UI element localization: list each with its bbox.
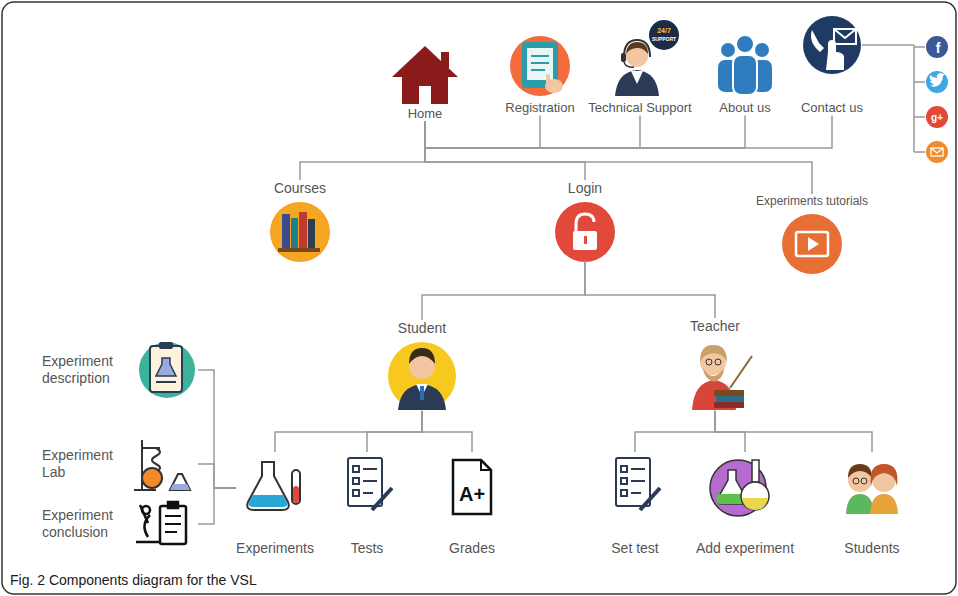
connector (425, 122, 585, 180)
component-label: Add experiment (696, 540, 794, 557)
component-node: Set test (605, 452, 665, 557)
courses-icon (270, 202, 330, 262)
social-icons (926, 36, 948, 163)
icon-text: A+ (459, 484, 485, 504)
component-node: Experiments tutorials (756, 194, 868, 274)
component-node: Grades (442, 452, 502, 557)
connector (300, 122, 425, 180)
connector (425, 116, 640, 148)
component-node: Experiment Lab (42, 435, 198, 493)
component-node: Registration (505, 34, 574, 116)
connector (715, 411, 872, 452)
component-label: Registration (505, 100, 574, 116)
tests-icon (348, 458, 392, 510)
component-node: About us (715, 34, 775, 116)
component-node: Teacher (685, 318, 745, 411)
component-node: Students (842, 452, 902, 557)
connector (198, 464, 236, 488)
component-node: Tests (337, 452, 397, 557)
component-label: Home (408, 106, 443, 122)
component-label: About us (719, 100, 770, 116)
lab-icon (134, 440, 190, 490)
connector (425, 122, 812, 194)
component-node: Courses (270, 180, 330, 261)
connector (198, 488, 236, 524)
component-node: Login (555, 180, 615, 261)
icon-text: f (936, 41, 941, 55)
component-label: Set test (611, 540, 658, 557)
tutorials-icon (782, 214, 842, 274)
conclusion-icon (136, 502, 186, 544)
connector (422, 411, 472, 452)
component-label: Grades (449, 540, 495, 557)
add-experiment-icon (710, 460, 769, 516)
component-label: Login (568, 180, 602, 197)
component-label: Experiment conclusion (42, 507, 126, 541)
login-icon (555, 202, 615, 262)
set-test-icon (616, 458, 660, 510)
component-node: Technical Support (588, 30, 691, 116)
component-node: Student (392, 320, 452, 411)
component-label: Students (844, 540, 899, 557)
teacher-icon (692, 345, 752, 410)
connector (425, 116, 832, 148)
experiments-icon (247, 462, 300, 510)
support-icon (615, 20, 679, 96)
component-node: Contact us (801, 14, 863, 116)
component-node: Add experiment (696, 452, 794, 557)
component-node: Experiments (236, 452, 314, 557)
connector (422, 261, 585, 320)
component-label: Teacher (690, 318, 740, 335)
contact-icon (803, 16, 861, 74)
connector (585, 261, 715, 318)
icon-text: SUPPORT (652, 37, 676, 42)
icon-text: 24/7 (657, 27, 671, 34)
connector (198, 370, 236, 488)
connector (367, 411, 422, 452)
student-icon (388, 342, 456, 410)
component-label: Contact us (801, 100, 863, 116)
about-icon (718, 35, 772, 95)
component-label: Technical Support (588, 100, 691, 116)
grades-icon (453, 460, 491, 514)
figure-caption: Fig. 2 Components diagram for the VSL (10, 572, 257, 588)
connector (275, 411, 422, 452)
component-label: Student (398, 320, 446, 337)
component-label: Courses (274, 180, 326, 197)
connector (635, 411, 715, 452)
component-node: Experiment description (42, 340, 198, 400)
component-label: Experiments (236, 540, 314, 557)
connector (425, 116, 745, 148)
registration-icon (510, 36, 570, 96)
social-leader (862, 45, 925, 152)
component-label: Experiment description (42, 353, 126, 387)
component-label: Experiments tutorials (756, 194, 868, 208)
component-label: Experiment Lab (42, 447, 126, 481)
component-node: Home (395, 44, 455, 122)
icon-text: g+ (931, 113, 943, 123)
description-icon (139, 342, 195, 398)
component-node: Experiment conclusion (42, 499, 198, 549)
component-label: Tests (351, 540, 384, 557)
home-icon (392, 46, 458, 104)
students-icon (846, 464, 898, 514)
